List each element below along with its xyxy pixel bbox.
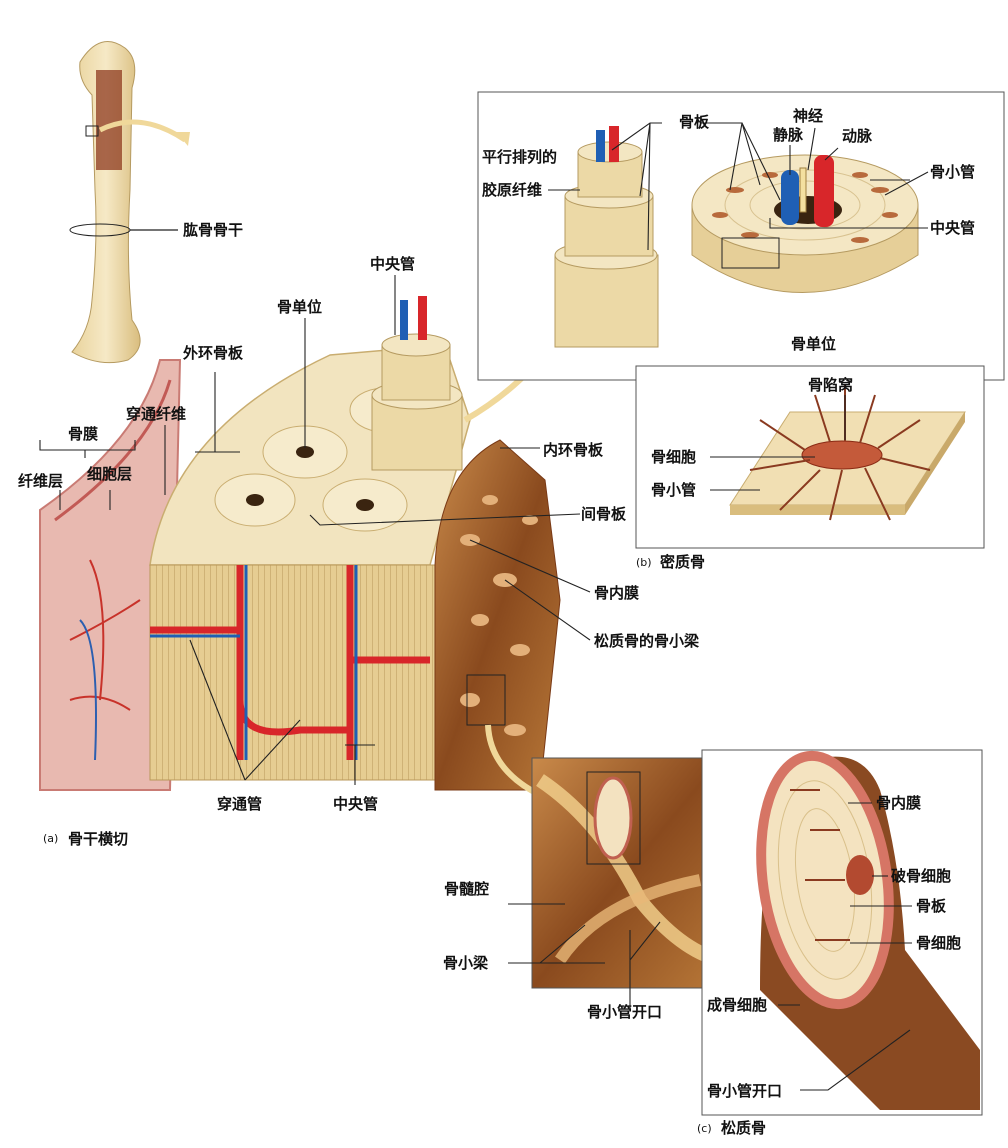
label-parallel-collagen-line2: 胶原纤维: [482, 181, 543, 199]
leader-lines-b: [548, 122, 929, 251]
label-interstitial: 间骨板: [581, 505, 627, 523]
label-inner-circumferential: 内环骨板: [543, 441, 604, 459]
panel-c-marrow: [531, 757, 723, 989]
label-central-canal-b: 中央管: [930, 219, 976, 237]
leader-lines-b2: [710, 395, 846, 491]
label-central-canal-top: 中央管: [370, 255, 416, 273]
label-periosteum: 骨膜: [68, 425, 99, 443]
label-marrow-cavity: 骨髓腔: [444, 880, 490, 898]
label-vein: 静脉: [773, 126, 804, 144]
caption-b-text: 密质骨: [660, 553, 706, 571]
label-parallel-collagen-line1: 平行排列的: [482, 148, 558, 166]
label-lacuna: 骨陷窝: [808, 376, 854, 394]
panel-b-lacuna: [635, 365, 985, 549]
caption-a-letter: (a): [43, 832, 59, 845]
caption-b-letter: (b): [636, 556, 652, 569]
label-lamellae-b: 骨板: [679, 113, 710, 131]
humerus-illustration: [69, 41, 190, 364]
panel-c-trabecula: [701, 749, 983, 1116]
label-outer-circumferential: 外环骨板: [183, 344, 244, 362]
label-perforating-fibers: 穿通纤维: [126, 405, 187, 423]
label-endosteum-a: 骨内膜: [594, 584, 640, 602]
label-trabeculae-spongy: 松质骨的骨小梁: [594, 632, 700, 650]
label-osteoblast: 成骨细胞: [707, 996, 768, 1014]
label-nerve: 神经: [793, 107, 824, 125]
panel-b-osteon: [477, 91, 1005, 381]
compact-bone-block: [39, 296, 561, 791]
label-trabecula-c: 骨小梁: [443, 954, 489, 972]
label-lamellae-c: 骨板: [916, 897, 947, 915]
label-osteocyte-c: 骨细胞: [916, 934, 962, 952]
label-canaliculi-opening-c2: 骨小管开口: [707, 1082, 783, 1100]
label-osteon-b: 骨单位: [791, 335, 837, 353]
label-endosteum-c: 骨内膜: [876, 794, 922, 812]
caption-c-text: 松质骨: [721, 1119, 767, 1137]
label-humerus-shaft: 肱骨骨干: [183, 221, 244, 239]
label-osteocyte-b: 骨细胞: [651, 448, 697, 466]
leader-lines-c1: [508, 903, 661, 1010]
leader-lines-a: [39, 275, 591, 785]
label-osteoclast: 破骨细胞: [891, 867, 952, 885]
caption-a-text: 骨干横切: [68, 830, 129, 848]
label-artery: 动脉: [842, 127, 873, 145]
label-cellular-layer: 细胞层: [87, 465, 133, 483]
leader-lines-c2: [778, 802, 912, 1091]
label-osteon: 骨单位: [277, 298, 323, 316]
label-canaliculi-b: 骨小管: [930, 163, 976, 181]
label-central-canal-bottom: 中央管: [333, 795, 379, 813]
caption-c-letter: (c): [697, 1122, 712, 1135]
label-canaliculi-opening-c1: 骨小管开口: [587, 1003, 663, 1021]
label-perforating-canal: 穿通管: [217, 795, 263, 813]
label-fibrous-layer: 纤维层: [18, 472, 64, 490]
label-canaliculi-b2: 骨小管: [651, 481, 697, 499]
